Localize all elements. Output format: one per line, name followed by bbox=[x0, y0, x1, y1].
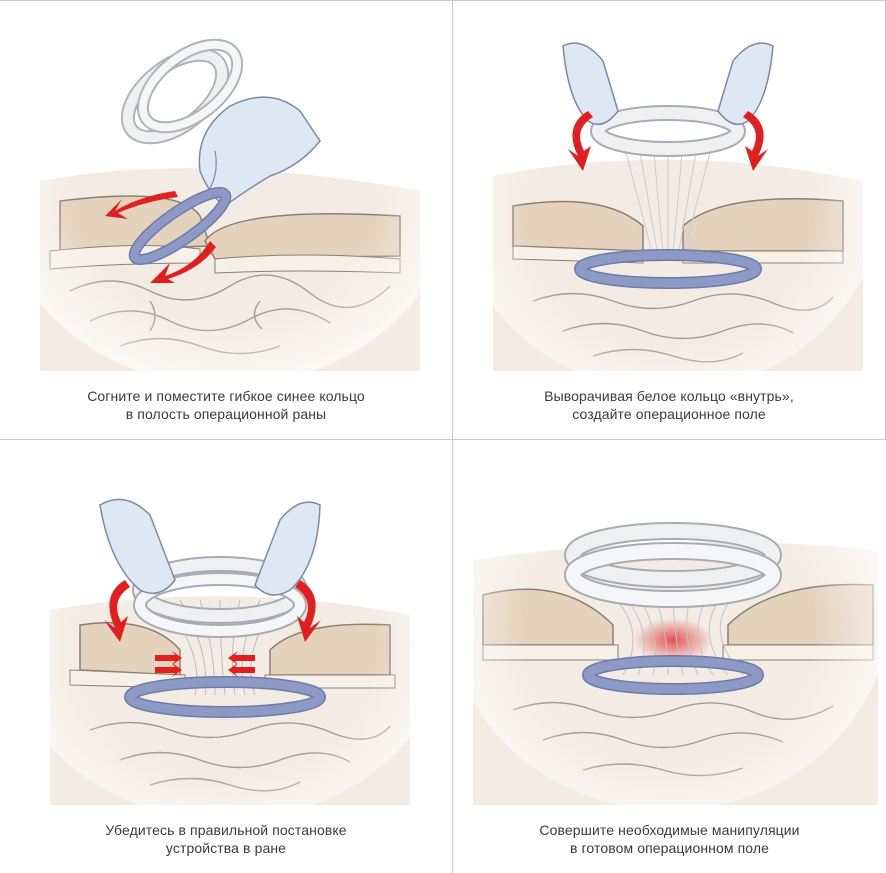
illustration-roll-white-ring bbox=[453, 1, 885, 371]
edge-fade bbox=[454, 1, 884, 371]
step-panel-3: Убедитесь в правильной постановке устрой… bbox=[0, 440, 452, 873]
caption-line: Выворачивая белое кольцо «внутрь», bbox=[453, 387, 885, 405]
caption-line: в полость операционной раны bbox=[0, 405, 452, 423]
step-panel-2: Выворачивая белое кольцо «внутрь», созда… bbox=[453, 1, 885, 439]
caption-line: устройства в ране bbox=[0, 839, 452, 857]
step-caption-1: Согните и поместите гибкое синее кольцо … bbox=[0, 387, 452, 423]
caption-line: Убедитесь в правильной постановке bbox=[0, 821, 452, 839]
caption-line: Совершите необходимые манипуляции bbox=[453, 821, 886, 839]
step-caption-2: Выворачивая белое кольцо «внутрь», созда… bbox=[453, 387, 885, 423]
illustration-ready-field bbox=[453, 440, 886, 805]
step-caption-4: Совершите необходимые манипуляции в гото… bbox=[453, 821, 886, 857]
caption-line: создайте операционное поле bbox=[453, 405, 885, 423]
caption-line: Согните и поместите гибкое синее кольцо bbox=[0, 387, 452, 405]
step-panel-1: Согните и поместите гибкое синее кольцо … bbox=[0, 1, 452, 439]
illustration-check-placement bbox=[0, 440, 452, 805]
illustration-insert-blue-ring bbox=[0, 1, 452, 371]
step-caption-3: Убедитесь в правильной постановке устрой… bbox=[0, 821, 452, 857]
step-panel-4: Совершите необходимые манипуляции в гото… bbox=[453, 440, 886, 873]
caption-line: в готовом операционном поле bbox=[453, 839, 886, 857]
